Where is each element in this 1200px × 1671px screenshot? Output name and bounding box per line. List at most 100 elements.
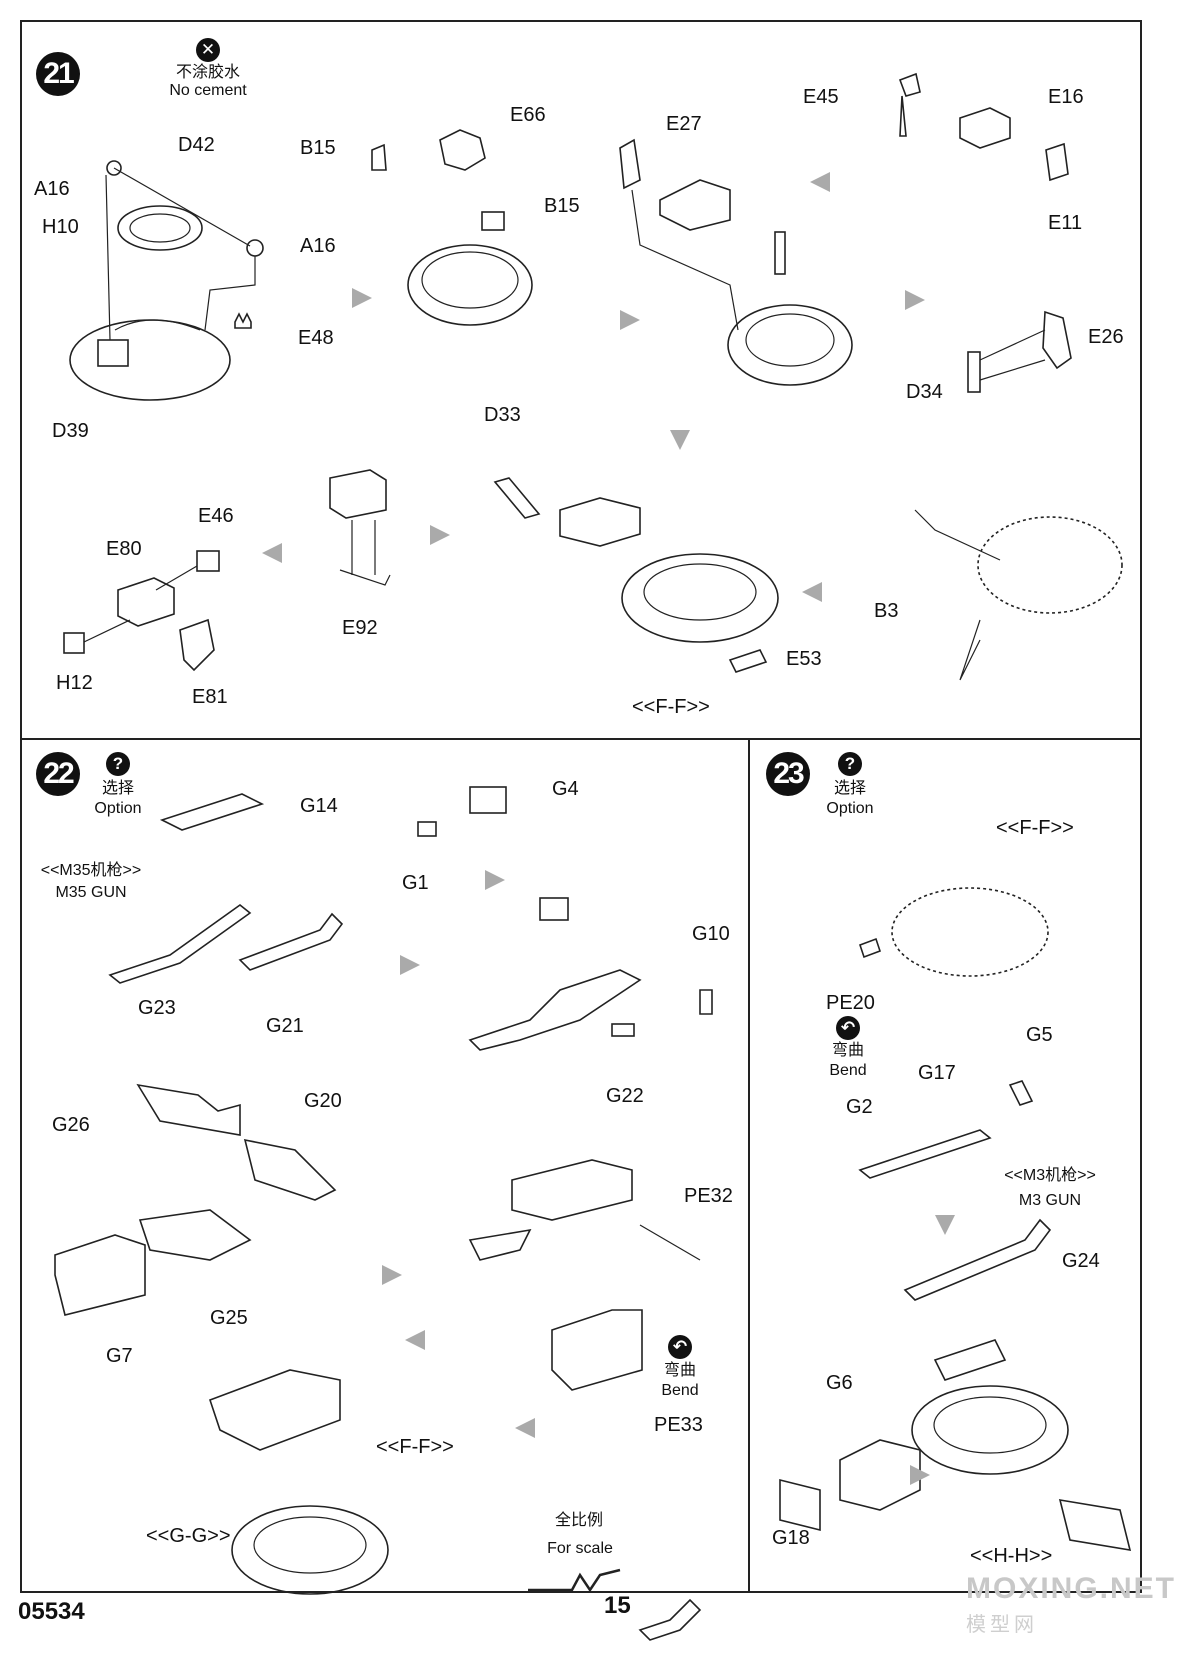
label-d39: D39 [52,420,89,442]
direction-arrows-step23 [910,1215,955,1485]
bend-icon: ↶ [668,1335,692,1359]
label-g7: G7 [106,1345,133,1367]
label-g23: G23 [138,997,176,1019]
label-e11: E11 [1048,212,1083,234]
label-a16: A16 [34,178,70,200]
label-e16: E16 [1048,86,1084,108]
question-icon: ? [838,752,862,776]
assembly-g-g-drawing [208,1369,389,1595]
label-e80: E80 [106,538,142,560]
label-g4: G4 [552,778,579,800]
step-22-number: 22 [36,752,80,796]
gun-pe32-assembly-drawing [468,1159,701,1391]
bend-icon: ↶ [836,1016,860,1040]
part-pe33-drawing [528,1568,702,1641]
option-cn: 选择 [101,780,134,797]
question-icon: ? [106,752,130,776]
label-e53: E53 [786,648,822,670]
view-label-f-f: <<F-F>> [996,817,1074,839]
label-pe32: PE32 [684,1185,733,1207]
assembly-f-f-drawing [493,477,779,673]
label-h12: H12 [56,672,93,694]
label-b15: B15 [544,195,580,217]
page-number: 15 [604,1592,631,1619]
gun-label-en: M3 GUN [1018,1192,1082,1209]
label-g25: G25 [210,1307,248,1329]
label-pe33: PE33 [654,1414,703,1436]
gun-label-cn: <<M3机枪>> [1004,1167,1096,1184]
bend-en: Bend [829,1062,867,1079]
part-d39-drawing [69,319,231,401]
label-g24: G24 [1062,1250,1100,1272]
watermark-cn: 模型网 [966,1614,1038,1636]
part-b3-assembly-drawing [914,509,1123,681]
direction-arrows-step22 [382,870,535,1438]
label-g26: G26 [52,1114,90,1136]
no-cement-cn: 不涂胶水 [175,64,240,81]
part-e80-group-drawing [63,550,220,672]
label-g10: G10 [692,923,730,945]
part-a16-drawing [246,239,264,257]
label-g2: G2 [846,1096,873,1118]
step-23-panel [748,738,1142,1593]
label-b3: B3 [874,600,899,622]
part-d42-drawing [117,205,203,251]
gun-label-en: M35 GUN [55,884,127,901]
option-cn: 选择 [833,780,866,797]
view-label-g-g: <<G-G>> [146,1525,231,1547]
label-e46: E46 [198,505,234,527]
bend-cn: 弯曲 [831,1042,864,1059]
step-21-number: 21 [36,52,80,96]
assembly-h-h-drawing [779,1385,1132,1551]
part-e48-drawing [234,312,252,329]
label-e26: E26 [1088,326,1124,348]
scale-cn: 全比例 [554,1512,603,1529]
gun-label-cn: <<M35机枪>> [40,862,142,879]
label-e66: E66 [510,104,546,126]
option-en: Option [94,800,142,817]
mount-g25-assembly-drawing [54,1083,337,1316]
part-e45-e16-e11-drawing [898,72,1069,182]
label-a16: A16 [300,235,336,257]
label-e27: E27 [666,113,702,135]
view-label-f-f: <<F-F>> [632,696,710,718]
label-e92: E92 [342,617,378,639]
gun-m35-assembly-drawing [108,793,344,984]
part-d33-drawing [371,129,533,326]
label-g17: G17 [918,1062,956,1084]
part-e27-drawing [619,138,853,386]
option-en: Option [826,800,874,817]
label-e81: E81 [192,686,228,708]
view-label-f-f: <<F-F>> [376,1436,454,1458]
no-cement-icon: ✕ [196,38,220,62]
bend-en: Bend [661,1382,699,1399]
gun-g10-assembly-drawing [417,786,713,1051]
label-e48: E48 [298,327,334,349]
part-e26-d34-drawing [967,310,1072,393]
label-g22: G22 [606,1085,644,1107]
assembly-f-f-step23-drawing [858,887,1049,977]
label-g20: G20 [304,1090,342,1112]
label-b15: B15 [300,137,336,159]
direction-arrows-step21 [262,172,925,602]
bend-cn: 弯曲 [663,1362,696,1379]
label-g6: G6 [826,1372,853,1394]
label-pe20: PE20 [826,992,875,1014]
label-g21: G21 [266,1015,304,1037]
label-d42: D42 [178,134,215,156]
scale-en: For scale [547,1540,613,1557]
label-g14: G14 [300,795,338,817]
label-d34: D34 [906,381,943,403]
no-cement-en: No cement [169,82,247,99]
watermark-site: MOXING.NET [966,1572,1177,1605]
label-d33: D33 [484,404,521,426]
label-g18: G18 [772,1527,810,1549]
catalog-number: 05534 [18,1598,85,1625]
part-e92-drawing [329,469,391,586]
view-label-h-h: <<H-H>> [970,1545,1053,1567]
label-e45: E45 [803,86,839,108]
label-h10: H10 [42,216,79,238]
label-g5: G5 [1026,1024,1053,1046]
step-23-number: 23 [766,752,810,796]
